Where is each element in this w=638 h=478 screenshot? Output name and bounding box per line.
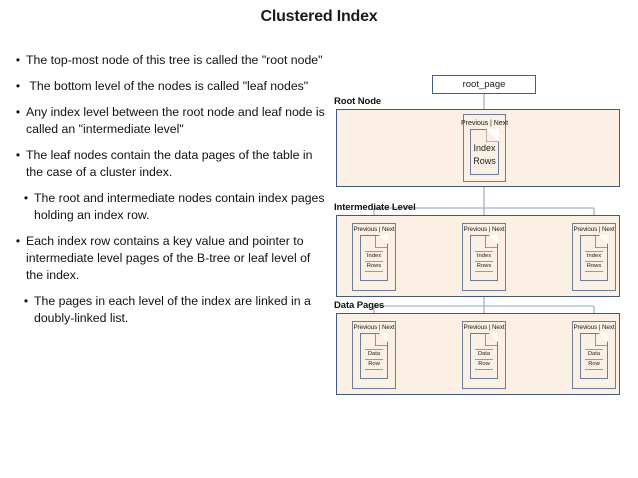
page-rule bbox=[475, 349, 493, 350]
page-text-line-2: Rows bbox=[473, 155, 496, 166]
bullet-item: • The pages in each level of the index ar… bbox=[10, 293, 328, 327]
bullet-marker-icon: • bbox=[15, 234, 21, 248]
page-rule bbox=[365, 359, 383, 360]
bullet-marker-icon: • bbox=[15, 53, 21, 67]
clustered-index-diagram: root_page bbox=[330, 68, 630, 408]
page-fold-corner-icon bbox=[486, 128, 499, 142]
page-text-line-2: Rows bbox=[366, 263, 382, 269]
page-title: Clustered Index bbox=[260, 8, 378, 25]
node-previous-next-header: Previous | Next bbox=[573, 324, 615, 331]
level-label-data-pages: Data Pages bbox=[334, 300, 385, 311]
bullet-text: The pages in each level of the index are… bbox=[34, 294, 315, 325]
node-previous-next-header: Previous | Next bbox=[460, 117, 509, 127]
node-previous-next-header: Previous | Next bbox=[463, 226, 505, 233]
page-text-line-2: Row bbox=[588, 361, 600, 367]
page-rule bbox=[585, 251, 603, 252]
page-rule bbox=[475, 369, 493, 370]
bullet-marker-icon: • bbox=[15, 148, 21, 162]
bullet-text: The top-most node of this tree is called… bbox=[26, 53, 323, 67]
page-rule bbox=[365, 271, 383, 272]
page-rule bbox=[475, 261, 493, 262]
node-previous-next-header: Previous | Next bbox=[353, 324, 395, 331]
page-fold-corner-icon bbox=[379, 235, 388, 244]
page-fold-corner-icon bbox=[379, 333, 388, 342]
page-text-line-2: Rows bbox=[476, 263, 492, 269]
page-text-line-1: Data bbox=[367, 351, 381, 357]
bullet-item: • Any index level between the root node a… bbox=[10, 104, 328, 138]
page-text-line-2: Row bbox=[478, 361, 490, 367]
page-text-line-1: Index bbox=[476, 253, 492, 259]
bullet-item: • The root and intermediate nodes contain… bbox=[10, 190, 328, 224]
node-previous-next-header: Previous | Next bbox=[573, 226, 615, 233]
page-fold-corner-icon bbox=[489, 235, 498, 244]
bullet-text: The bottom level of the nodes is called … bbox=[26, 79, 309, 93]
bullet-list: • The top-most node of this tree is calle… bbox=[10, 52, 328, 336]
page-text-line-1: Index bbox=[366, 253, 382, 259]
bullet-marker-icon: • bbox=[15, 79, 21, 93]
node-previous-next-header: Previous | Next bbox=[353, 226, 395, 233]
page-fold-corner-icon bbox=[599, 235, 608, 244]
page-text-line-1: Index bbox=[586, 253, 602, 259]
bullet-text: The leaf nodes contain the data pages of… bbox=[26, 148, 316, 179]
bullet-marker-icon: • bbox=[23, 294, 29, 308]
page-fold-corner-icon bbox=[489, 333, 498, 342]
bullet-item: • The top-most node of this tree is calle… bbox=[10, 52, 328, 69]
page-rule bbox=[365, 369, 383, 370]
root-page-box: root_page bbox=[432, 75, 536, 94]
page-text-line-2: Row bbox=[368, 361, 380, 367]
page-rule bbox=[365, 349, 383, 350]
bullet-item: • Each index row contains a key value and… bbox=[10, 233, 328, 284]
root-page-label: root_page bbox=[462, 79, 506, 90]
page-rule bbox=[365, 261, 383, 262]
page-text-line-1: Index bbox=[473, 142, 496, 153]
bullet-item: • The leaf nodes contain the data pages o… bbox=[10, 147, 328, 181]
bullet-marker-icon: • bbox=[23, 191, 29, 205]
page-rule bbox=[585, 261, 603, 262]
page-rule bbox=[475, 251, 493, 252]
node-previous-next-header: Previous | Next bbox=[463, 324, 505, 331]
level-label-intermediate-level: Intermediate Level bbox=[334, 202, 416, 213]
page-rule bbox=[585, 359, 603, 360]
page-rule bbox=[475, 359, 493, 360]
page-text-line-1: Data bbox=[477, 351, 491, 357]
page-text-line-1: Data bbox=[587, 351, 601, 357]
page-rule bbox=[475, 271, 493, 272]
page-rule bbox=[365, 251, 383, 252]
bullet-text: Any index level between the root node an… bbox=[26, 105, 329, 136]
page-rule bbox=[585, 271, 603, 272]
level-label-root-node: Root Node bbox=[334, 96, 382, 107]
bullet-text: The root and intermediate nodes contain … bbox=[34, 191, 328, 222]
page-rule bbox=[585, 349, 603, 350]
page-fold-corner-icon bbox=[599, 333, 608, 342]
page-rule bbox=[585, 369, 603, 370]
page-text-line-2: Rows bbox=[586, 263, 602, 269]
bullet-text: Each index row contains a key value and … bbox=[26, 234, 314, 282]
bullet-marker-icon: • bbox=[15, 105, 21, 119]
bullet-item: • The bottom level of the nodes is calle… bbox=[10, 78, 328, 95]
